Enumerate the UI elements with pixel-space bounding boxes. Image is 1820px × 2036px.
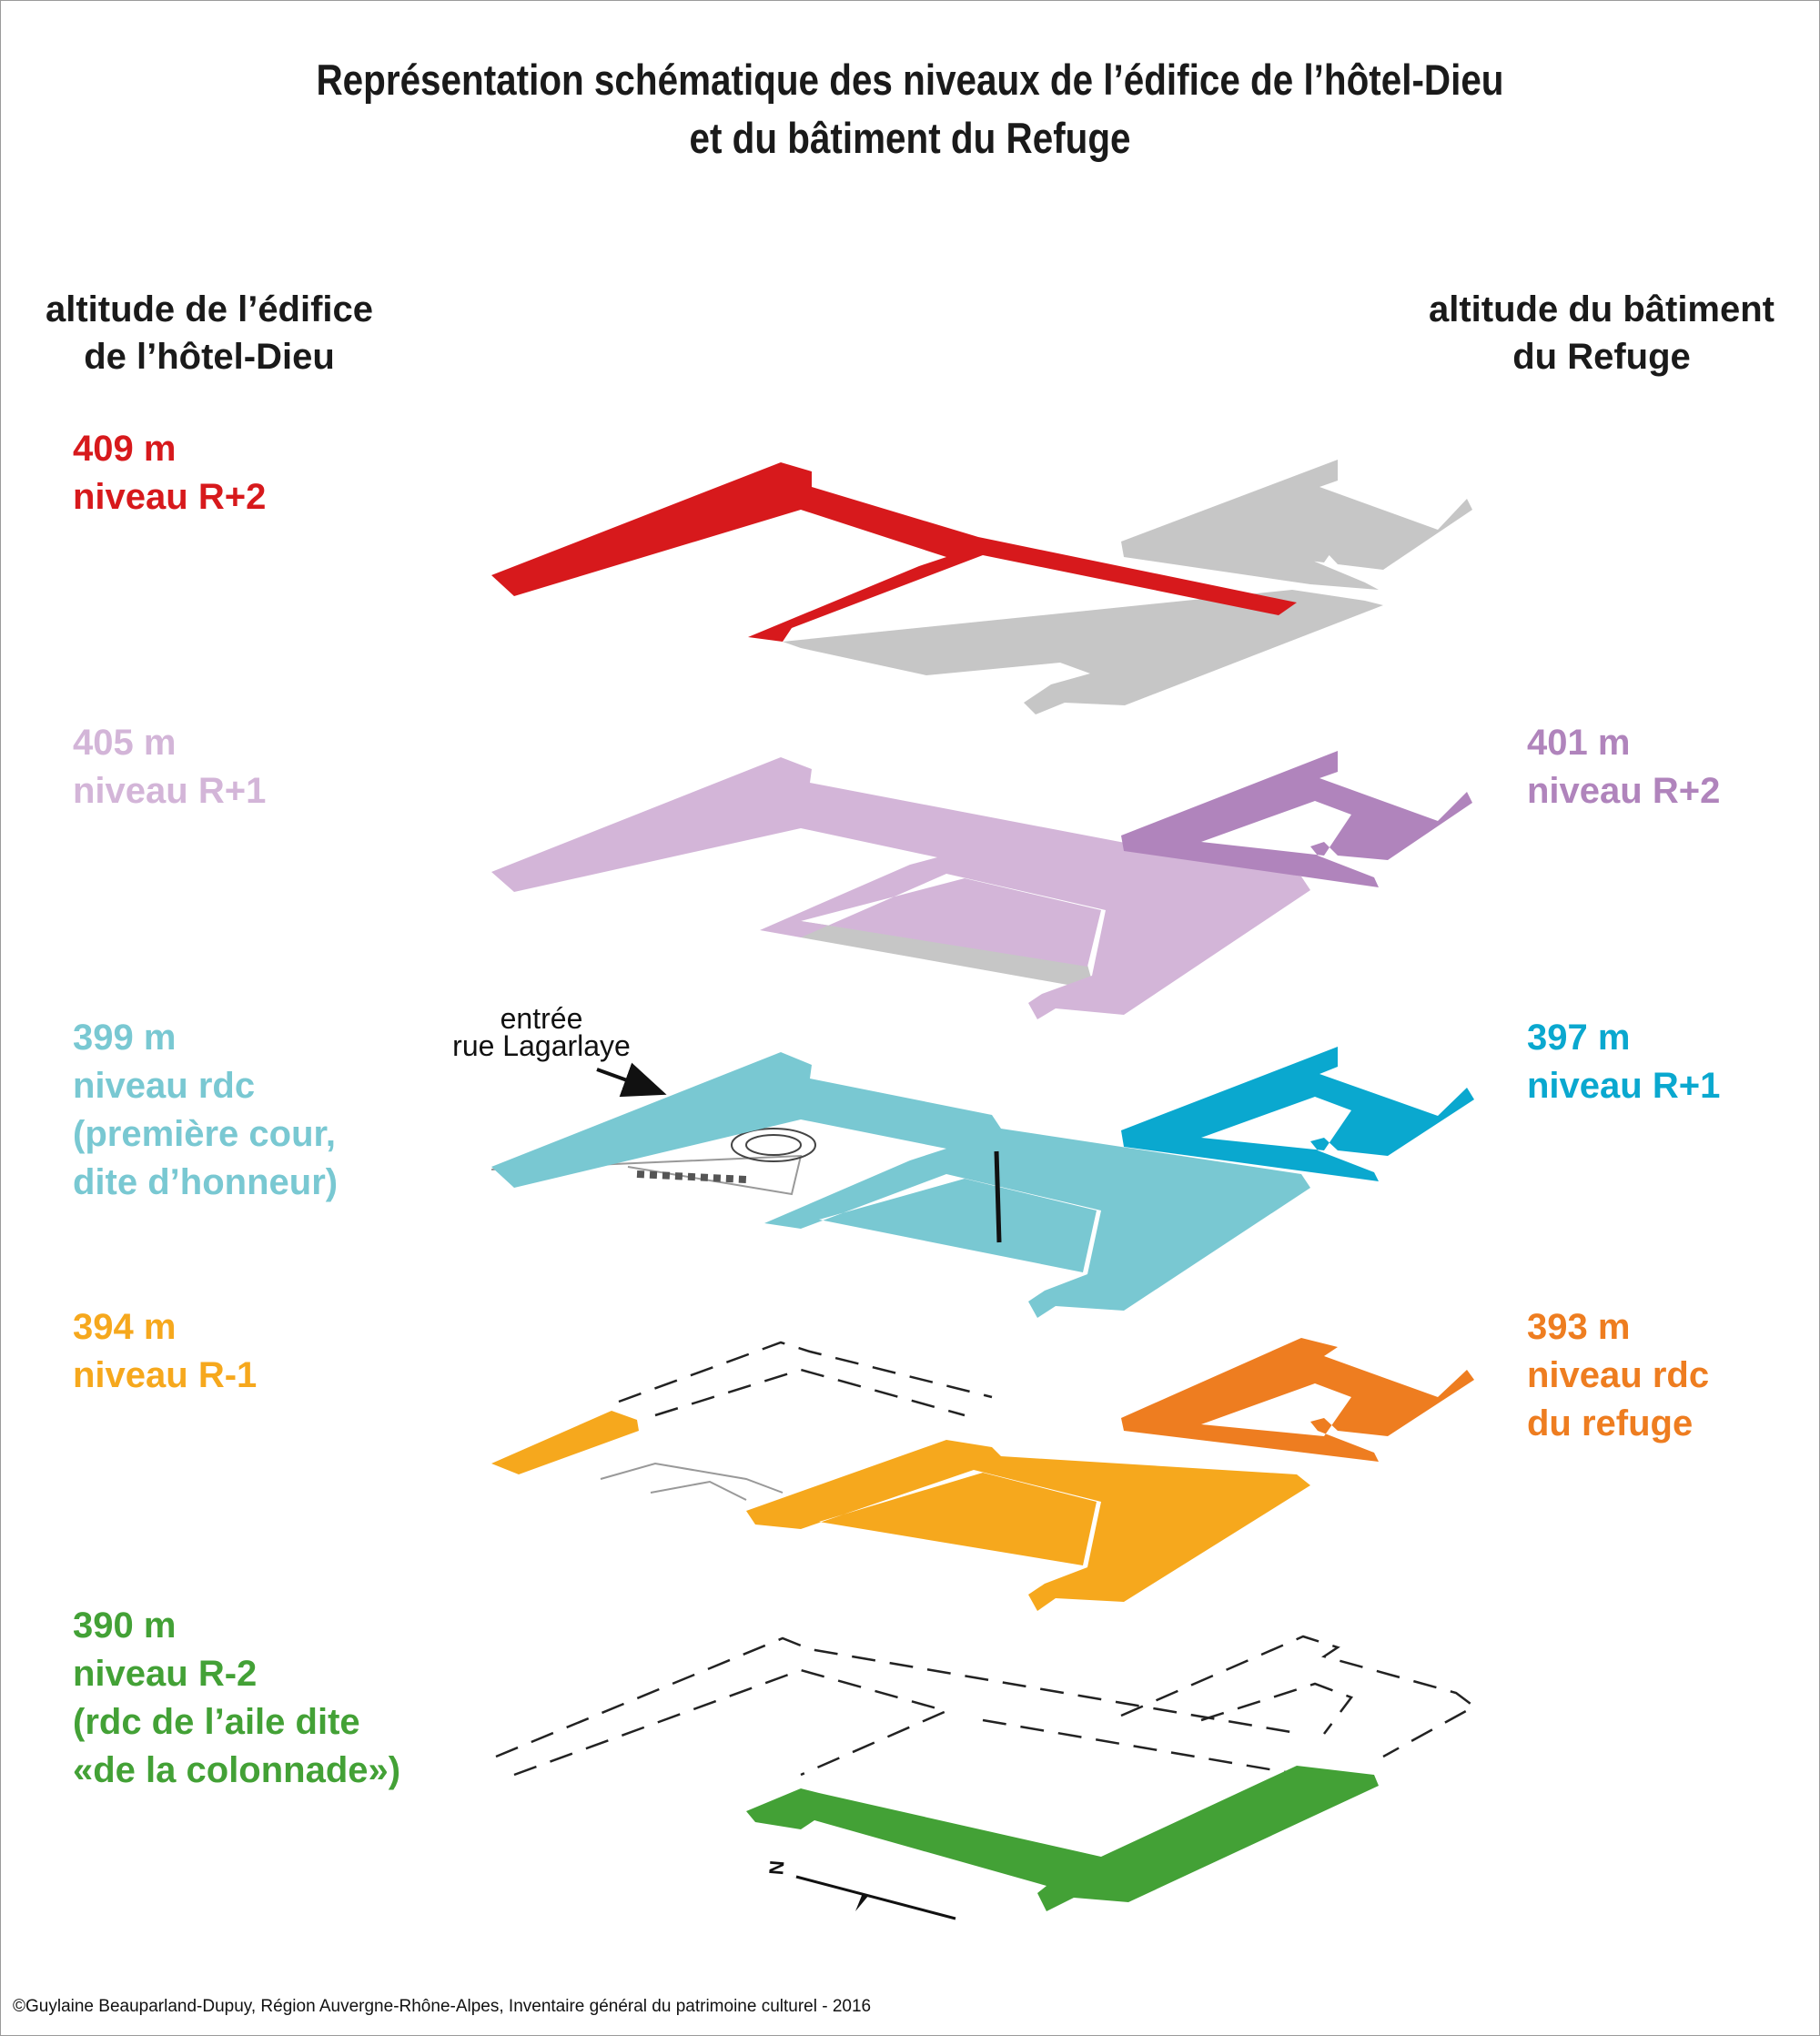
level-label-394: 394 m niveau R-1	[73, 1303, 257, 1400]
level-name-r1-refuge: niveau R+1	[1527, 1066, 1721, 1106]
left-header-line-2: de l’hôtel-Dieu	[84, 337, 335, 377]
level-name-rm1-hotel: niveau R-1	[73, 1355, 258, 1395]
plan-405-r1-hotel	[491, 757, 1310, 1019]
level-note-rdc-hotel-2: dite d’honneur)	[73, 1162, 339, 1202]
level-note-rdc-refuge: du refuge	[1527, 1403, 1694, 1443]
altitude-399: 399 m	[73, 1018, 177, 1058]
rm1-thin-rooms	[600, 1462, 784, 1501]
north-arrow-icon-body	[795, 1875, 956, 1920]
title-line-1: Représentation schématique des niveaux d…	[316, 56, 1504, 104]
honour-courtyard-outline	[490, 1154, 803, 1196]
level-name-r2-refuge: niveau R+2	[1527, 771, 1721, 811]
rm2-dashed-outline	[495, 1635, 1477, 1777]
courtyard-stair-hatch	[636, 1170, 747, 1183]
level-label-399: 399 m niveau rdc (première cour, dite d’…	[73, 1014, 338, 1207]
right-header-line-1: altitude du bâtiment	[1429, 289, 1774, 329]
plan-401-r2-refuge	[1121, 751, 1472, 887]
level-note-rdc-hotel-1: (première cour,	[73, 1114, 337, 1154]
rdc-interior-wall	[994, 1150, 1002, 1243]
plan-399-rdc-hotel	[491, 1052, 1310, 1318]
altitude-397: 397 m	[1527, 1018, 1631, 1058]
level-name-rdc-hotel: niveau rdc	[73, 1066, 256, 1106]
level-label-397: 397 m niveau R+1	[1527, 1014, 1720, 1110]
plan-394-rm1-hotel	[746, 1440, 1310, 1611]
altitude-394: 394 m	[73, 1307, 177, 1347]
left-header-line-1: altitude de l’édifice	[45, 289, 374, 329]
altitude-401: 401 m	[1527, 723, 1631, 763]
altitude-390: 390 m	[73, 1606, 177, 1646]
plan-390-rm2-hotel	[746, 1766, 1379, 1911]
copyright-credit: ©Guylaine Beauparland-Dupuy, Région Auve…	[13, 1997, 872, 2016]
ghost-refuge-outline	[1121, 460, 1472, 590]
entrance-arrow	[596, 1062, 667, 1098]
level-note-rm2-hotel-1: (rdc de l’aile dite	[73, 1702, 360, 1742]
courtyard-fountain	[731, 1128, 816, 1162]
altitude-405: 405 m	[73, 723, 177, 763]
plan-394-rm1-hotel-fragment	[491, 1411, 639, 1474]
title-line-2: et du bâtiment du Refuge	[689, 114, 1131, 162]
entrance-label: entrée rue Lagarlaye	[428, 1002, 655, 1062]
level-label-401: 401 m niveau R+2	[1527, 719, 1720, 815]
right-header-line-2: du Refuge	[1512, 337, 1691, 377]
plan-397-r1-refuge	[1121, 1047, 1474, 1181]
left-header: altitude de l’édifice de l’hôtel-Dieu	[18, 286, 400, 380]
level-label-405: 405 m niveau R+1	[73, 719, 266, 815]
level-label-393: 393 m niveau rdc du refuge	[1527, 1303, 1709, 1448]
level-name-r2-hotel: niveau R+2	[73, 477, 267, 517]
plan-409-r2-hotel	[491, 462, 1297, 642]
north-label: N	[764, 1859, 788, 1876]
level-name-rdc-refuge: niveau rdc	[1527, 1355, 1710, 1395]
rm1-dashed-outline	[618, 1341, 993, 1417]
level-note-rm2-hotel-2: «de la colonnade»)	[73, 1750, 401, 1790]
right-header: altitude du bâtiment du Refuge	[1401, 286, 1802, 380]
altitude-393: 393 m	[1527, 1307, 1631, 1347]
ghost-south-wing-405	[801, 921, 1092, 988]
plan-393-rdc-refuge	[1121, 1338, 1474, 1462]
level-label-409: 409 m niveau R+2	[73, 425, 266, 522]
level-name-r1-hotel: niveau R+1	[73, 771, 267, 811]
ghost-south-wing	[783, 590, 1383, 714]
level-name-rm2-hotel: niveau R-2	[73, 1654, 258, 1694]
entrance-label-line-2: rue Lagarlaye	[452, 1029, 631, 1062]
courtyard-fountain-inner	[745, 1134, 802, 1156]
altitude-409: 409 m	[73, 429, 177, 469]
entrance-label-line-1: entrée	[500, 1002, 583, 1035]
level-label-390: 390 m niveau R-2 (rdc de l’aile dite «de…	[73, 1602, 400, 1795]
